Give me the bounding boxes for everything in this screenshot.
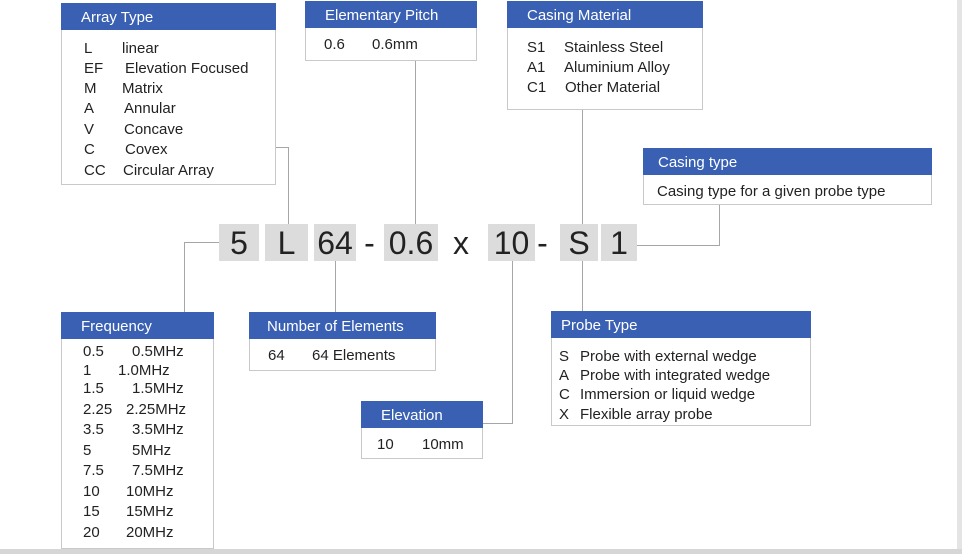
row-desc: Immersion or liquid wedge (580, 386, 756, 403)
row-desc: Aluminium Alloy (564, 59, 670, 76)
row-code: 20 (83, 524, 100, 541)
code-elevation: 10 (488, 224, 535, 261)
connector-array-type (288, 147, 289, 215)
box-title: Frequency (61, 312, 214, 339)
row-code: C (559, 386, 570, 403)
right-border (957, 0, 962, 549)
connector-probe-type (582, 261, 583, 311)
row-desc: Elevation Focused (125, 60, 249, 77)
code-dash: - (364, 225, 375, 261)
row-code: S1 (527, 39, 546, 56)
code-casing-type: 1 (601, 224, 637, 261)
connector-elevation (512, 261, 513, 424)
connector-number-of-elements (335, 261, 336, 312)
row-code: C1 (527, 79, 547, 96)
number-of-elements-box: Number of Elements 64 64 Elements (249, 312, 436, 371)
connector-array-type (276, 147, 289, 148)
connector-array-type (288, 214, 289, 224)
box-title: Casing Material (507, 1, 703, 28)
casing-material-box: Casing Material S1 Stainless Steel A1 Al… (507, 1, 703, 110)
row-code: L (84, 40, 93, 57)
connector-frequency (184, 242, 219, 243)
row-desc: 20MHz (126, 524, 174, 541)
row-desc: 1.5MHz (132, 380, 184, 397)
row-code: S (559, 348, 570, 365)
code-array-type: L (265, 224, 308, 261)
row-desc: 1.0MHz (118, 362, 170, 379)
row-code: EF (84, 60, 104, 77)
row-desc: linear (122, 40, 159, 57)
row-desc: 64 Elements (312, 347, 396, 364)
elevation-box: Elevation 10 10mm (361, 401, 483, 459)
row-desc: 10MHz (126, 483, 174, 500)
row-desc: Annular (124, 100, 176, 117)
casing-type-box: Casing type Casing type for a given prob… (643, 148, 932, 205)
row-code: 64 (268, 347, 285, 364)
row-desc: 2.25MHz (126, 401, 187, 418)
row-code: CC (84, 162, 106, 179)
row-code: 15 (83, 503, 100, 520)
connector-elevation (483, 423, 513, 424)
row-desc: Probe with integrated wedge (580, 367, 771, 384)
row-desc: Flexible array probe (580, 406, 713, 423)
row-code: A (84, 100, 95, 117)
box-title: Elevation (361, 401, 483, 428)
row-code: 3.5 (83, 421, 104, 438)
row-code: 10 (377, 436, 394, 453)
code-elementary-pitch: 0.6 (384, 224, 438, 261)
row-code: 2.25 (83, 401, 113, 418)
row-desc: Other Material (565, 79, 661, 96)
box-title: Elementary Pitch (305, 1, 477, 28)
connector-elementary-pitch (415, 61, 416, 224)
row-code: C (84, 141, 95, 158)
row-code: A1 (527, 59, 546, 76)
code-number-of-elements: 64 (314, 224, 356, 261)
row-desc: Probe with external wedge (580, 348, 757, 365)
row-code: X (559, 406, 570, 423)
connector-casing-material (582, 110, 583, 224)
row-code: 10 (83, 483, 100, 500)
row-code: 1 (83, 362, 92, 379)
row-desc: Circular Array (123, 162, 214, 179)
array-type-box: Array Type L linear EF Elevation Focused… (61, 3, 276, 185)
box-title: Probe Type (551, 311, 811, 338)
row-desc: 10mm (422, 436, 464, 453)
row-desc: Matrix (122, 80, 163, 97)
row-code: 0.6 (324, 36, 345, 53)
row-desc: Concave (124, 121, 184, 138)
row-code: 5 (83, 442, 92, 459)
row-desc: 15MHz (126, 503, 174, 520)
connector-casing-type (719, 205, 720, 246)
connector-casing-type (637, 245, 720, 246)
bottom-border (0, 549, 962, 554)
connector-frequency (184, 242, 185, 312)
row-code: 7.5 (83, 462, 104, 479)
row-desc: 0.6mm (372, 36, 418, 53)
box-text: Casing type for a given probe type (657, 183, 886, 200)
row-desc: Covex (125, 141, 168, 158)
row-code: M (84, 80, 97, 97)
row-desc: 3.5MHz (132, 421, 184, 438)
row-desc: Stainless Steel (564, 39, 664, 56)
row-code: A (559, 367, 570, 384)
row-code: 0.5 (83, 343, 104, 360)
row-desc: 5MHz (132, 442, 172, 459)
code-times: x (453, 225, 469, 261)
row-desc: 0.5MHz (132, 343, 184, 360)
row-desc: 7.5MHz (132, 462, 184, 479)
box-title: Number of Elements (249, 312, 436, 339)
row-code: V (84, 121, 95, 138)
probe-type-box: Probe Type S Probe with external wedge A… (551, 311, 811, 426)
code-frequency: 5 (219, 224, 259, 261)
code-dash: - (537, 225, 548, 261)
box-title: Casing type (643, 148, 932, 175)
code-probe-type: S (560, 224, 598, 261)
box-title: Array Type (61, 3, 276, 30)
elementary-pitch-box: Elementary Pitch 0.6 0.6mm (305, 1, 477, 61)
frequency-box: Frequency 0.5 0.5MHz 1 1.0MHz 1.5 1.5MHz… (61, 312, 214, 549)
row-code: 1.5 (83, 380, 104, 397)
